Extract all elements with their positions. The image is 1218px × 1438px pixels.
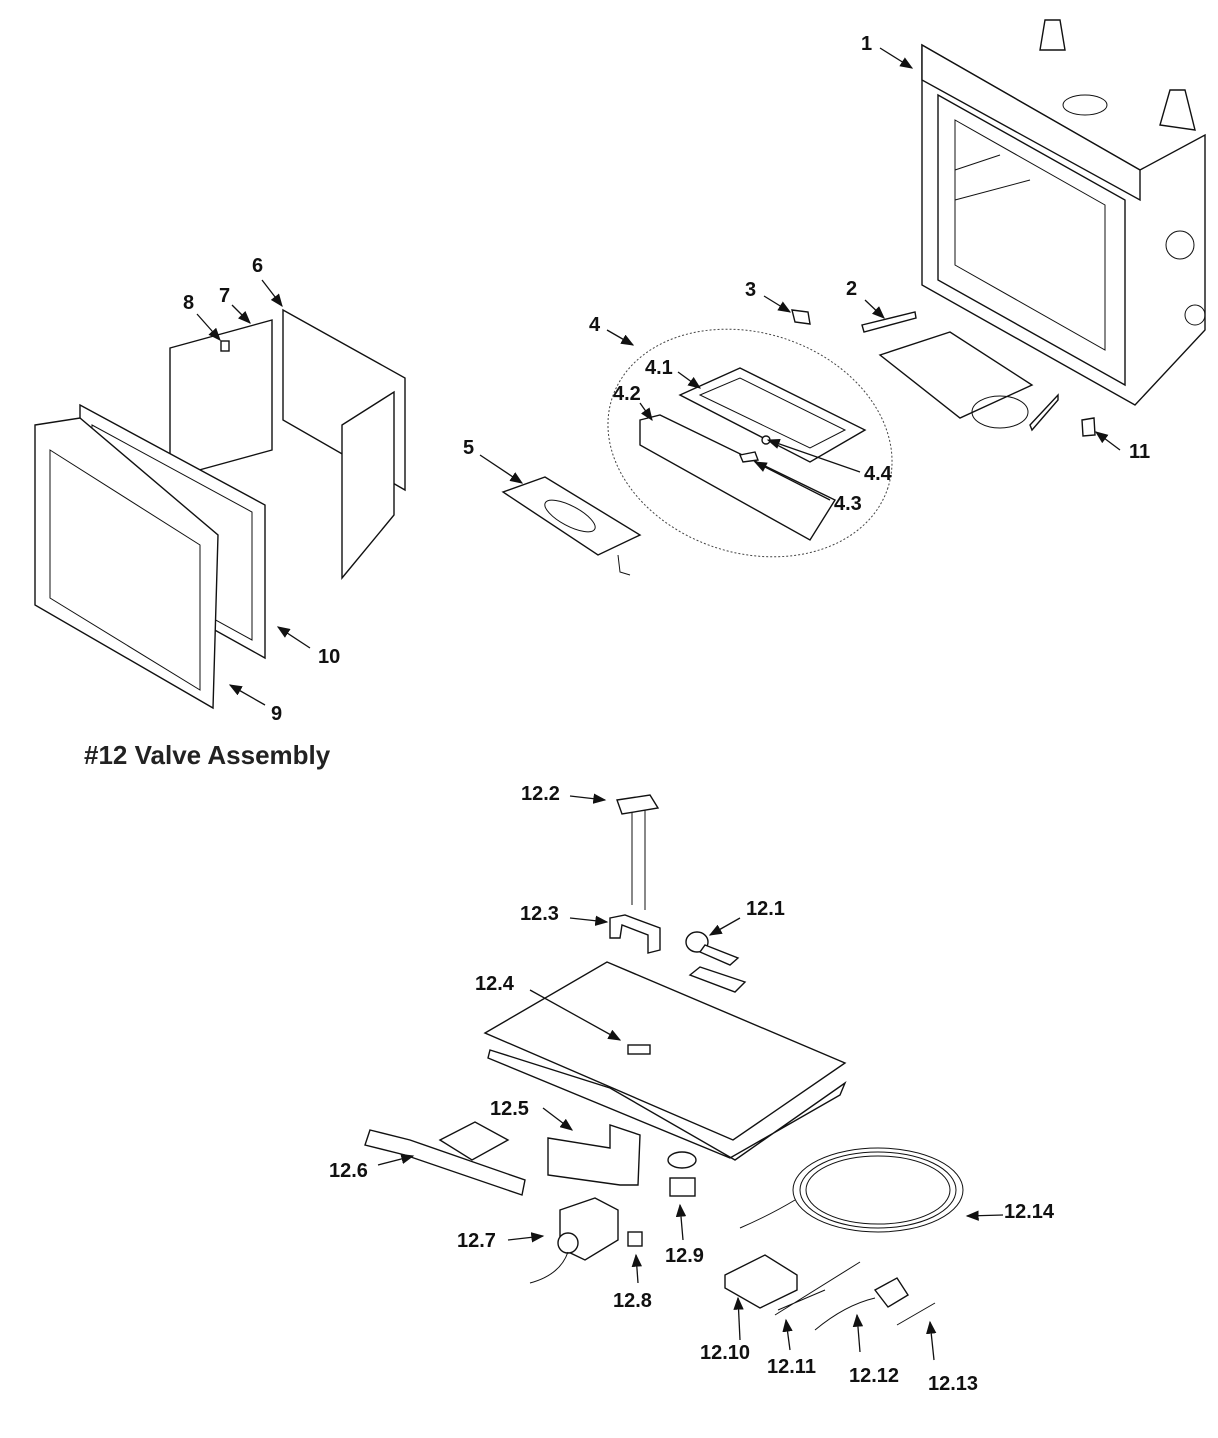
callout-arrow-2 [864, 299, 885, 319]
callout-arrow-12-1 [708, 917, 741, 936]
callout-arrow-4-3 [753, 461, 831, 501]
callout-arrow-12-5 [542, 1107, 574, 1131]
part-9-front-frame [34, 417, 219, 710]
callout-arrow-8 [196, 313, 221, 341]
part-4-group-outline [607, 328, 893, 558]
callout-label-11: 11 [1129, 441, 1150, 463]
callout-arrows [196, 47, 1121, 1361]
callout-label-12-4: 12.4 [475, 973, 515, 995]
callout-arrow-4-2 [639, 402, 653, 422]
callout-arrow-5 [479, 454, 524, 484]
part-12-3-bracket [609, 914, 661, 954]
callout-arrow-12-12 [852, 1313, 864, 1353]
section-title: #12 Valve Assembly [84, 740, 331, 770]
callout-label-12-12: 12.12 [849, 1365, 899, 1387]
callout-label-1: 1 [861, 33, 872, 55]
callout-label-9: 9 [271, 703, 282, 725]
callout-label-12-6: 12.6 [329, 1160, 368, 1182]
part-12-5-valve-bracket [547, 1124, 641, 1186]
callout-label-12-7: 12.7 [457, 1230, 496, 1252]
part-12-4-base-plate [483, 961, 847, 1161]
callout-label-12-5: 12.5 [490, 1098, 529, 1120]
callout-arrow-6 [261, 279, 283, 308]
callout-label-4-4: 4.4 [864, 463, 893, 485]
callout-arrow-12-8 [631, 1253, 643, 1284]
callout-arrow-10 [276, 626, 311, 649]
callout-arrow-12-14 [965, 1210, 1004, 1221]
callout-arrow-12-10 [733, 1296, 744, 1341]
part-7-back-panel [169, 319, 273, 479]
callout-label-12-9: 12.9 [665, 1245, 704, 1267]
callout-arrow-12-6 [377, 1153, 415, 1166]
callout-label-12-13: 12.13 [928, 1373, 978, 1395]
part-5-burner-plate [501, 476, 642, 576]
callout-label-12-8: 12.8 [613, 1290, 652, 1312]
callout-label-2: 2 [846, 278, 857, 300]
callout-arrow-3 [763, 295, 792, 313]
callout-arrow-1 [879, 47, 914, 69]
part-firebox [921, 19, 1206, 406]
part-12-1-sleeve [685, 931, 747, 993]
callout-label-12-11: 12.11 [767, 1356, 816, 1378]
part-6-side-panel-b [341, 390, 395, 580]
part-12-11-harness [774, 1261, 861, 1316]
part-3-clip [791, 309, 811, 325]
part-12-9-bracket [667, 1151, 697, 1197]
part-12-13-wire [896, 1302, 936, 1326]
callout-label-4-1: 4.1 [645, 357, 673, 379]
callout-arrow-12-7 [507, 1232, 545, 1243]
part-12-10-module [724, 1254, 798, 1309]
callout-arrow-12-3 [569, 915, 609, 926]
callout-arrow-12-4 [529, 989, 622, 1041]
callout-label-5: 5 [463, 437, 474, 459]
callout-label-12-2: 12.2 [521, 783, 560, 805]
part-12-7-valve [529, 1197, 619, 1284]
part-4-2-front-panel [639, 414, 837, 541]
callout-arrow-12-9 [675, 1203, 687, 1241]
callout-arrow-12-2 [569, 793, 607, 804]
callout-arrow-4-4 [766, 438, 861, 473]
callout-arrow-12-11 [782, 1318, 793, 1351]
part-4-3-slot [739, 451, 759, 463]
callout-label-4: 4 [589, 314, 601, 336]
part-12-8-fitting [627, 1231, 643, 1247]
part-12-6-gas-line [364, 1121, 526, 1196]
part-11-clip [1081, 417, 1096, 437]
callout-arrow-4 [606, 329, 635, 346]
part-12-14-wire-harness [739, 1147, 964, 1233]
part-12-12-adapter [814, 1277, 909, 1331]
part-8-clip [220, 340, 230, 352]
callout-label-8: 8 [183, 292, 194, 314]
callout-label-12-10: 12.10 [700, 1342, 750, 1364]
callout-label-3: 3 [745, 279, 756, 301]
part-12-2-pilot [616, 794, 660, 910]
callout-label-12-14: 12.14 [1004, 1201, 1055, 1223]
callout-label-4-2: 4.2 [613, 383, 641, 405]
callout-label-6: 6 [252, 255, 263, 277]
callout-label-7: 7 [219, 285, 230, 307]
callout-label-12-3: 12.3 [520, 903, 559, 925]
callout-arrow-9 [228, 684, 266, 706]
callout-arrow-12-13 [926, 1320, 937, 1361]
callout-label-10: 10 [318, 646, 340, 668]
callout-label-12-1: 12.1 [746, 898, 785, 920]
callout-arrow-7 [231, 304, 251, 324]
part-2-bracket [861, 311, 1059, 432]
callout-arrow-11 [1094, 431, 1121, 451]
callout-arrow-4-1 [677, 371, 702, 389]
callout-label-4-3: 4.3 [834, 493, 862, 515]
